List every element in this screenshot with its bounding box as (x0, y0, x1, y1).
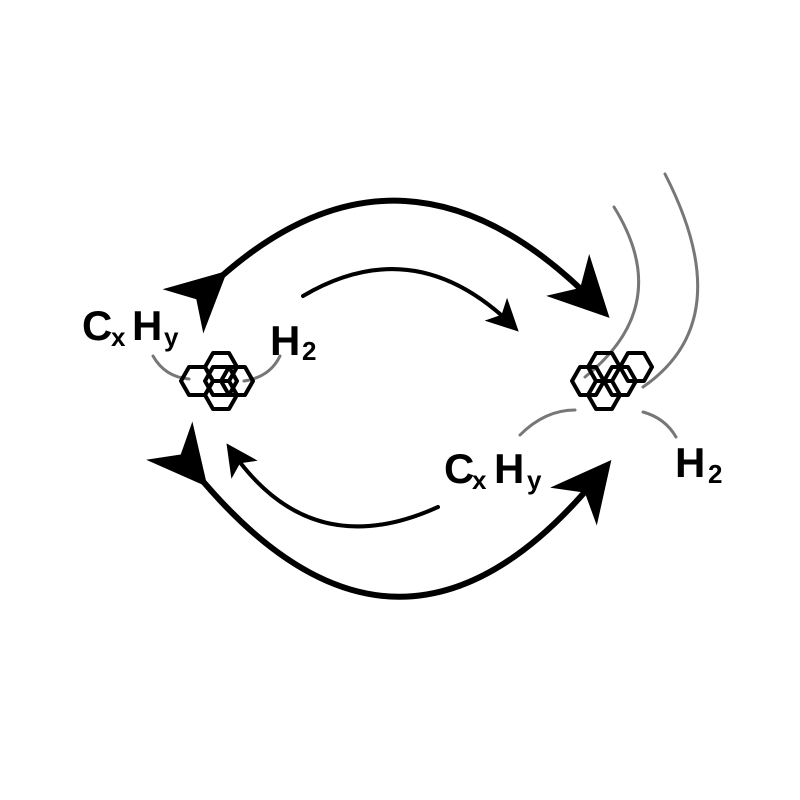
svg-text:H: H (270, 317, 300, 364)
svg-text:H: H (675, 439, 705, 486)
left-hydrocarbon-bond (151, 354, 191, 381)
svg-text:y: y (164, 322, 179, 352)
svg-text:C: C (444, 445, 474, 492)
svg-text:x: x (472, 465, 487, 495)
bottom-large-double-arrow (146, 421, 612, 600)
svg-text:y: y (527, 465, 542, 495)
left-hydrogen-bond (242, 354, 282, 383)
svg-text:2: 2 (708, 459, 722, 489)
svg-text:x: x (111, 322, 126, 352)
left-hydrogen-label: H 2 (270, 317, 316, 366)
right-hydrocarbon-label: C x H y (444, 445, 542, 495)
right-molecule-icon (570, 351, 654, 411)
svg-text:H: H (132, 302, 162, 349)
bottom-small-arrow (226, 443, 440, 529)
right-outer-curve (641, 172, 700, 389)
top-small-arrow (301, 267, 519, 332)
svg-text:2: 2 (302, 336, 316, 366)
right-hydrogen-label: H 2 (675, 439, 722, 489)
right-hydrogen-bond (641, 410, 678, 439)
svg-text:H: H (494, 445, 524, 492)
right-inner-curve (583, 205, 641, 379)
left-hydrocarbon-label: C x H y (82, 302, 179, 352)
left-molecule-icon (179, 351, 255, 411)
right-hydrocarbon-bond (518, 408, 577, 437)
svg-text:C: C (82, 302, 112, 349)
top-large-double-arrow (162, 197, 610, 334)
